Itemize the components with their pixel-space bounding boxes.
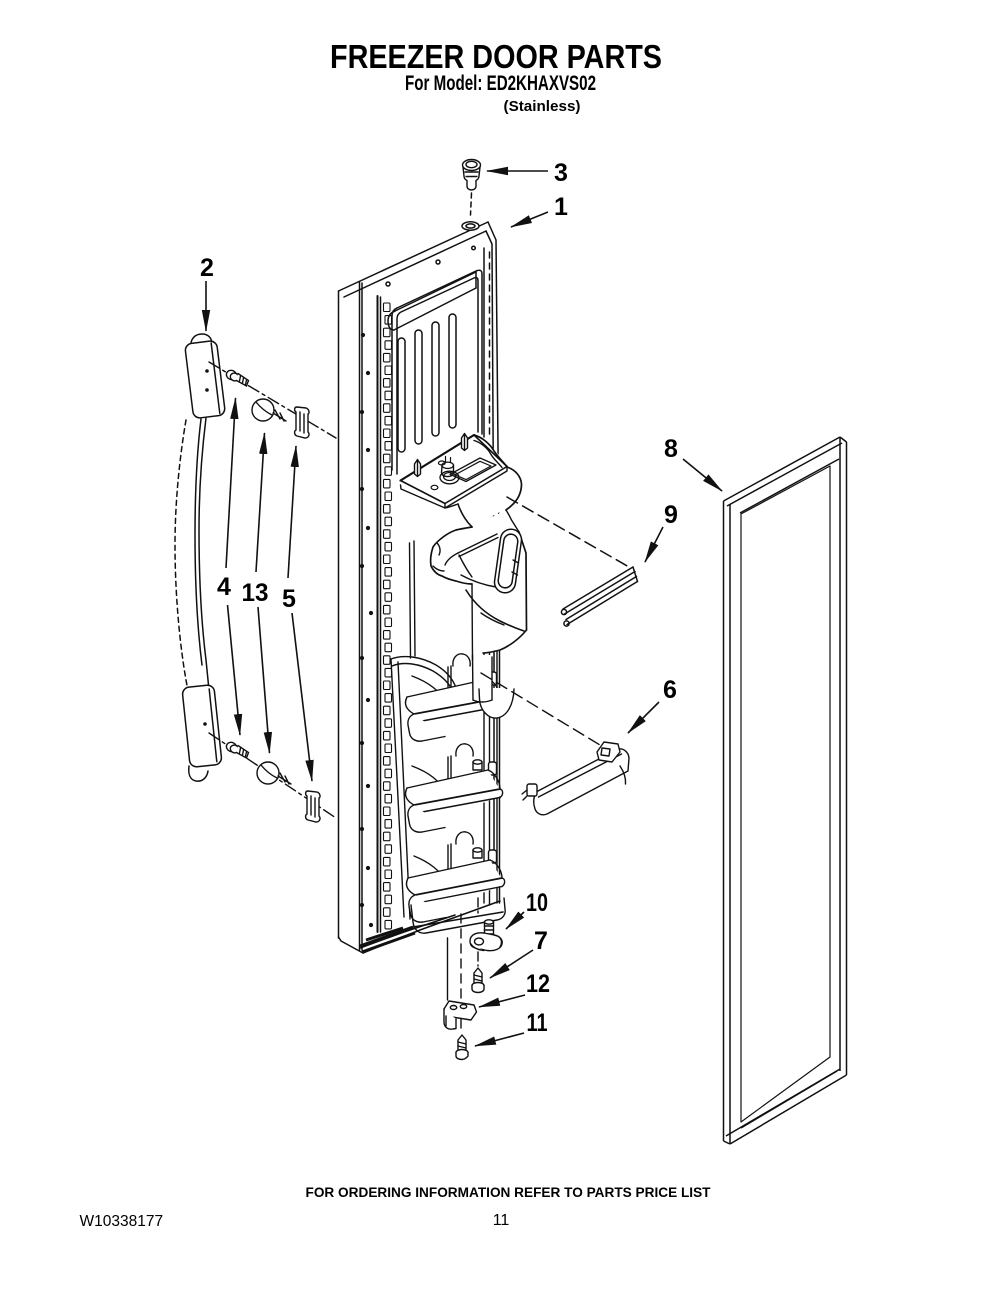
svg-text:2: 2 [200, 254, 214, 282]
svg-text:5: 5 [282, 585, 296, 613]
svg-text:7: 7 [534, 927, 548, 955]
svg-text:8: 8 [664, 435, 678, 463]
svg-text:4: 4 [217, 573, 231, 601]
svg-text:FOR ORDERING INFORMATION REFER: FOR ORDERING INFORMATION REFER TO PARTS … [306, 1185, 712, 1200]
svg-text:11: 11 [493, 1212, 510, 1229]
svg-text:6: 6 [663, 676, 677, 704]
svg-text:FREEZER DOOR PARTS: FREEZER DOOR PARTS [330, 38, 662, 75]
svg-text:12: 12 [526, 970, 550, 998]
svg-text:10: 10 [526, 889, 548, 917]
svg-text:W10338177: W10338177 [80, 1213, 164, 1230]
svg-text:11: 11 [527, 1009, 548, 1037]
svg-text:9: 9 [664, 501, 678, 529]
svg-text:13: 13 [242, 579, 269, 607]
svg-text:For Model: ED2KHAXVS02: For Model: ED2KHAXVS02 [405, 72, 596, 95]
svg-text:3: 3 [554, 159, 568, 187]
svg-text:1: 1 [554, 193, 568, 221]
svg-text:(Stainless): (Stainless) [504, 98, 581, 115]
